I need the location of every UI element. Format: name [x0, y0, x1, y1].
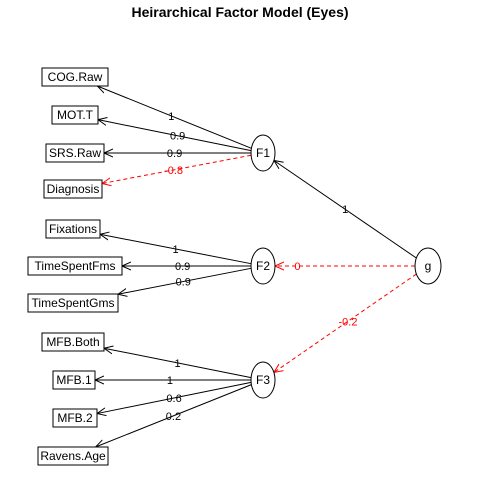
- observed-node-mfb1: MFB.1: [52, 370, 96, 390]
- edge-g-F1: [274, 160, 417, 259]
- observed-node-rav: Ravens.Age: [37, 446, 109, 466]
- latent-node-g: g: [414, 247, 442, 285]
- edge-label-g-F2: 0: [294, 261, 300, 273]
- edge-label-F3-mfb2: 0.6: [166, 393, 181, 405]
- observed-node-label: MFB.Both: [46, 335, 99, 349]
- edge-label-F2-tsf: 0.9: [175, 261, 190, 273]
- observed-node-label: MOT.T: [57, 108, 94, 122]
- edge-F1-diag: [102, 154, 252, 183]
- edge-F1-mot: [98, 120, 252, 152]
- observed-node-tsf: TimeSpentFms: [27, 256, 123, 276]
- edge-label-F1-cog: 1: [168, 111, 174, 123]
- observed-node-label: TimeSpentGms: [32, 296, 115, 310]
- edge-label-F3-mfb1: 1: [167, 375, 173, 387]
- observed-node-mfbb: MFB.Both: [41, 332, 105, 352]
- observed-node-srs: SRS.Raw: [45, 143, 105, 163]
- edge-F2-fix: [100, 234, 252, 265]
- latent-node-label: F3: [256, 373, 270, 387]
- edge-F1-cog: [97, 86, 252, 149]
- latent-node-F3: F3: [250, 361, 276, 399]
- observed-node-label: SRS.Raw: [49, 146, 101, 160]
- observed-node-tsg: TimeSpentGms: [27, 293, 119, 313]
- latent-node-F2: F2: [250, 247, 276, 285]
- observed-node-cog: COG.Raw: [41, 67, 109, 87]
- observed-node-label: Ravens.Age: [40, 449, 106, 463]
- edge-label-F2-tsg: 0.9: [176, 277, 191, 289]
- observed-node-label: Fixations: [49, 222, 97, 236]
- observed-node-diag: Diagnosis: [43, 179, 103, 199]
- edge-label-F2-fix: 1: [172, 244, 178, 256]
- edges-layer: [95, 86, 417, 447]
- latent-node-F1: F1: [250, 134, 276, 172]
- observed-node-label: TimeSpentFms: [35, 259, 116, 273]
- observed-node-mot: MOT.T: [51, 105, 99, 125]
- edge-label-F3-rav: 0.2: [166, 411, 181, 423]
- edge-label-g-F1: 1: [342, 204, 348, 216]
- observed-node-label: Diagnosis: [47, 182, 100, 196]
- observed-node-fix: Fixations: [45, 219, 101, 239]
- edge-g-F3: [274, 273, 417, 372]
- observed-node-label: MFB.2: [57, 411, 93, 425]
- edge-label-F3-mfbb: 1: [174, 358, 180, 370]
- observed-node-label: COG.Raw: [48, 70, 103, 84]
- edge-label-F1-diag: -0.8: [164, 165, 183, 177]
- edge-F2-tsg: [118, 267, 252, 294]
- edge-label-F1-mot: 0.9: [170, 131, 185, 143]
- diagram-title: Heirarchical Factor Model (Eyes): [131, 4, 348, 20]
- latent-node-label: F2: [256, 259, 270, 273]
- edge-F3-mfbb: [104, 348, 252, 379]
- observed-node-label: MFB.1: [56, 373, 92, 387]
- latent-node-label: F1: [256, 146, 270, 160]
- edge-F3-mfb2: [97, 381, 252, 413]
- latent-node-label: g: [425, 259, 432, 273]
- edge-label-F1-srs: 0.9: [167, 148, 182, 160]
- edge-label-g-F3: -0.2: [338, 316, 357, 328]
- edge-F3-rav: [96, 384, 252, 447]
- observed-node-mfb2: MFB.2: [52, 408, 98, 428]
